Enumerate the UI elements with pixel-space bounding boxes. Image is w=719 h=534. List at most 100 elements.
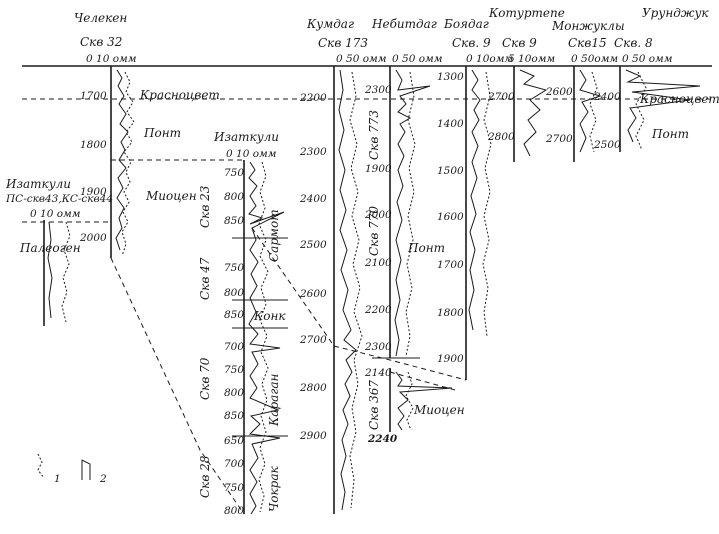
- boyad-depth-1500: 1500: [437, 165, 464, 177]
- izat2-depth-800-d: 800: [224, 505, 244, 517]
- izat1-name: Изаткули: [5, 177, 71, 191]
- label-miotsen: Миоцен: [145, 189, 197, 203]
- boyad-sub: Скв. 9: [452, 36, 491, 50]
- label-pont-right: Понт: [651, 127, 689, 141]
- chelek-name: Челекен: [74, 11, 127, 25]
- well-izatkuli-composite: Изаткули 0 10 омм 750 800 850 750 800 85…: [198, 130, 288, 517]
- label-miotsen-nebit: Миоцен: [413, 403, 465, 417]
- katur-name: Котуртепе: [488, 6, 565, 20]
- chelek-curve-sp: [115, 69, 129, 251]
- kumdag-depth-2700: 2700: [299, 334, 327, 346]
- label-sarm: Сарм: [267, 228, 281, 262]
- boyad-depth-1900: 1900: [437, 353, 464, 365]
- chelek-curve-resistivity: [121, 71, 135, 257]
- label-konk: Конк: [253, 309, 286, 323]
- subwell-773: Скв 773: [367, 110, 381, 160]
- izat2-depth-850-a: 850: [224, 215, 244, 227]
- urun-sub: Скв. 8: [614, 36, 653, 50]
- izat2-depth-800-b: 800: [224, 287, 244, 299]
- urun-curve-sp: [625, 69, 701, 143]
- horizon-labels: Красноцвет Красноцвет Понт Понт Понт Мио…: [19, 88, 719, 512]
- nebit-depth-2300-b: 2300: [364, 341, 392, 353]
- corr-sarm-kumdag: [251, 227, 335, 347]
- nebit-depth-2000: 2000: [364, 209, 392, 221]
- monzh-curve-resistivity: [589, 71, 598, 153]
- legend: 1 2: [37, 453, 107, 485]
- kumdag-depth-2800: 2800: [299, 382, 327, 394]
- kumdag-scale: 0 50 омм: [336, 53, 386, 65]
- izat2-curve-sp: [248, 161, 285, 515]
- monzh-curve-sp: [579, 69, 602, 153]
- nebit-depth-2100: 2100: [364, 257, 392, 269]
- kumdag-depth-2900: 2900: [299, 430, 327, 442]
- urun-scale: 0 50 омм: [622, 53, 672, 65]
- izat2-depth-800-a: 800: [224, 191, 244, 203]
- subwell-367: Скв 367: [367, 380, 381, 430]
- izat2-depth-750-b: 750: [224, 262, 244, 274]
- kumdag-curve-sp: [338, 69, 357, 511]
- kumdag-depth-2300: 2300: [299, 146, 327, 158]
- legend-symbol-1: [37, 453, 45, 479]
- label-paleogen: Палеоген: [19, 241, 81, 255]
- chelek-sub: Скв 32: [80, 35, 122, 49]
- label-pont-nebit: Понт: [407, 241, 445, 255]
- izat2-depth-700-b: 700: [224, 458, 244, 470]
- well-boyadag: 1300 1400 1500 1600 1700 1800 1900: [437, 66, 492, 380]
- nebit-name: Небитдаг: [371, 17, 437, 31]
- nebit-curve-resistivity: [405, 71, 416, 357]
- subwell-47: Скв 47: [198, 257, 212, 300]
- well-urundzhuk: 2400 2500: [593, 66, 701, 152]
- label-krasnotsvet: Красноцвет: [139, 88, 220, 102]
- izat2-depth-700: 700: [224, 341, 244, 353]
- correlation-lines: [22, 98, 712, 515]
- izat2-depth-850-c: 850: [224, 410, 244, 422]
- katur-sub: Скв 9: [502, 36, 537, 50]
- nebit-depth-2200: 2200: [364, 304, 392, 316]
- izat1-scale: 0 10 омм: [30, 208, 80, 220]
- izat2-depth-750-d: 750: [224, 482, 244, 494]
- nebit-depth-2140: 2140: [364, 367, 392, 379]
- label-karagan: Караган: [267, 374, 281, 427]
- monzh-depth-2600: 2600: [545, 86, 573, 98]
- nebit-depth-2240: 2240: [367, 433, 398, 445]
- monzh-sub: Скв15: [568, 36, 607, 50]
- monzh-depth-2700: 2700: [545, 133, 573, 145]
- nebit-depth-2300: 2300: [364, 84, 392, 96]
- izat2-depth-650: 650: [224, 435, 244, 447]
- boyad-name: Боядаг: [443, 17, 489, 31]
- well-kumdag: 2200 2300 2400 2500 2600 2700 2800 2900: [299, 66, 363, 514]
- nebit-curve-sp: [394, 69, 431, 357]
- urun-name: Урунджук: [642, 6, 709, 20]
- chelek-scale: 0 10 омм: [86, 53, 136, 65]
- well-cheleken: 1700 1800 1900 2000: [79, 66, 135, 258]
- subwell-70: Скв 70: [198, 357, 212, 400]
- izat2-depth-750-a: 750: [224, 167, 244, 179]
- urun-curve-resistivity: [635, 71, 647, 151]
- well-headers: Челекен Скв 32 0 10 омм Кумдаг Скв 173 0…: [74, 6, 709, 65]
- boyad-depth-1700: 1700: [437, 259, 464, 271]
- corr-kumdag-nebit: [333, 345, 467, 381]
- kumdag-depth-2600: 2600: [299, 288, 327, 300]
- kumdag-curve-resistivity: [349, 71, 363, 509]
- label-chokrak: Чокрак: [267, 465, 281, 512]
- izat2-depth-850-b: 850: [224, 309, 244, 321]
- kumdag-depth-2500: 2500: [299, 239, 327, 251]
- boyad-depth-1600: 1600: [437, 211, 464, 223]
- katur-depth-2700: 2700: [487, 91, 515, 103]
- urun-depth-2400: 2400: [593, 91, 621, 103]
- subwell-770: Скв 770: [367, 206, 381, 256]
- well-monzhukly: 2600 2700: [545, 66, 602, 162]
- nebit-depth-1900: 1900: [365, 163, 392, 175]
- legend-label-2: 2: [99, 473, 107, 485]
- katur-depth-2800: 2800: [487, 131, 515, 143]
- kumdag-depth-2400: 2400: [299, 193, 327, 205]
- nebit-curve-sp-lower: [395, 371, 453, 431]
- subwell-28: Скв 28: [198, 455, 212, 498]
- chelek-depth-1900: 1900: [80, 186, 107, 198]
- legend-label-1: 1: [54, 473, 61, 485]
- izat2-scale: 0 10 омм: [226, 148, 276, 160]
- boyad-depth-1400: 1400: [437, 118, 464, 130]
- izat2-name: Изаткули: [213, 130, 279, 144]
- izat1-curve-resistivity: [61, 221, 71, 323]
- label-ot: от: [267, 209, 281, 228]
